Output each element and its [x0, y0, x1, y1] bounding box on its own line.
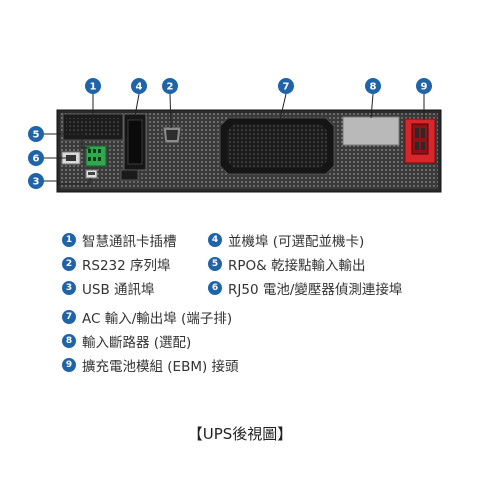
callout-number: 6 — [33, 154, 40, 165]
leader-line-7 — [279, 93, 287, 121]
parallel-card-slot-opening — [127, 119, 143, 165]
ebm-connector-pin — [415, 128, 419, 138]
legend-number-badge: 8 — [62, 334, 76, 348]
leader-line-8 — [370, 93, 374, 119]
legend-number-badge: 1 — [62, 233, 76, 247]
rj50-port-socket — [66, 155, 76, 161]
ebm-connector-socket — [411, 123, 429, 155]
usb-port-socket — [88, 172, 95, 175]
leader-line-3 — [43, 178, 91, 185]
legend-number-badge: 7 — [62, 310, 76, 324]
callout-circle — [28, 126, 44, 142]
legend-item: 7 AC 輸入/輸出埠 (端子排) — [62, 307, 232, 327]
legend-text: RPO& 乾接點輸入輸出 — [228, 258, 366, 274]
callout-circle — [85, 78, 101, 94]
legend-text: USB 通訊埠 — [82, 282, 155, 298]
terminal-pin — [93, 157, 96, 161]
leader-line-4 — [134, 93, 140, 117]
legend-number-badge: 2 — [62, 257, 76, 271]
callout-circle — [162, 78, 178, 94]
callout-circle — [365, 78, 381, 94]
legend-text: AC 輸入/輸出埠 (端子排) — [82, 311, 233, 327]
legend-number-badge: 6 — [208, 281, 222, 295]
callout-number: 5 — [33, 130, 40, 141]
callout-4: 4 — [131, 78, 147, 94]
callout-number: 2 — [167, 82, 174, 93]
legend-number-badge: 9 — [62, 358, 76, 372]
terminal-pin — [88, 157, 91, 161]
parallel-card-latch — [120, 169, 139, 181]
legend-text: 輸入斷路器 (選配) — [82, 335, 192, 351]
callout-number: 7 — [283, 82, 290, 93]
terminal-pin — [98, 157, 101, 161]
callout-number: 4 — [136, 82, 143, 93]
legend-number-badge: 3 — [62, 281, 76, 295]
legend-item: 2 RS232 序列埠 — [62, 254, 171, 274]
callout-6: 6 — [28, 150, 44, 166]
diagram-caption: 【UPS後視圖】 — [187, 425, 293, 443]
legend-text: 擴充電池模組 (EBM) 接頭 — [82, 359, 239, 375]
ac-terminal-block-cover-inner — [227, 124, 327, 168]
legend-text: 並機埠 (可選配並機卡) — [228, 234, 365, 250]
callout-1: 1 — [85, 78, 101, 94]
callout-number: 9 — [421, 82, 428, 93]
leader-line-2 — [169, 93, 172, 129]
legend-number-badge: 5 — [208, 257, 222, 271]
terminal-pin — [98, 149, 101, 153]
legend-text: RS232 序列埠 — [82, 258, 171, 274]
callout-circle — [131, 78, 147, 94]
terminal-pin — [93, 149, 96, 153]
terminal-pin — [88, 149, 91, 153]
ebm-connector-pin — [415, 142, 419, 150]
legend-item: 3 USB 通訊埠 — [62, 278, 155, 298]
legend-item: 4 並機埠 (可選配並機卡) — [208, 230, 364, 250]
callout-2: 2 — [162, 78, 178, 94]
callout-number: 8 — [370, 82, 377, 93]
ebm-connector-pin — [421, 128, 425, 138]
legend-item: 1 智慧通訊卡插槽 — [62, 230, 177, 250]
callout-circle — [278, 78, 294, 94]
input-breaker-plate — [342, 116, 400, 146]
callout-circle — [416, 78, 432, 94]
ebm-connector-pin — [421, 142, 425, 150]
callout-3: 3 — [28, 173, 44, 189]
rs232-port-socket — [166, 130, 178, 140]
callout-number: 3 — [33, 177, 40, 188]
legend-text: 智慧通訊卡插槽 — [82, 234, 177, 250]
legend-item: 5 RPO& 乾接點輸入輸出 — [208, 254, 365, 274]
callout-5: 5 — [28, 126, 44, 142]
callout-7: 7 — [278, 78, 294, 94]
smart-card-slot-cover — [66, 118, 120, 136]
callout-9: 9 — [416, 78, 432, 94]
leader-lines — [43, 93, 425, 185]
callout-circle — [28, 150, 44, 166]
callout-8: 8 — [365, 78, 381, 94]
legend-item: 9 擴充電池模組 (EBM) 接頭 — [62, 355, 239, 375]
legend-text: RJ50 電池/變壓器偵測連接埠 — [228, 282, 403, 298]
leader-line-5 — [43, 133, 90, 149]
legend-item: 6 RJ50 電池/變壓器偵測連接埠 — [208, 278, 402, 298]
legend-number-badge: 4 — [208, 233, 222, 247]
callout-circle — [28, 173, 44, 189]
legend-item: 8 輸入斷路器 (選配) — [62, 331, 191, 351]
callout-number: 1 — [90, 82, 97, 93]
